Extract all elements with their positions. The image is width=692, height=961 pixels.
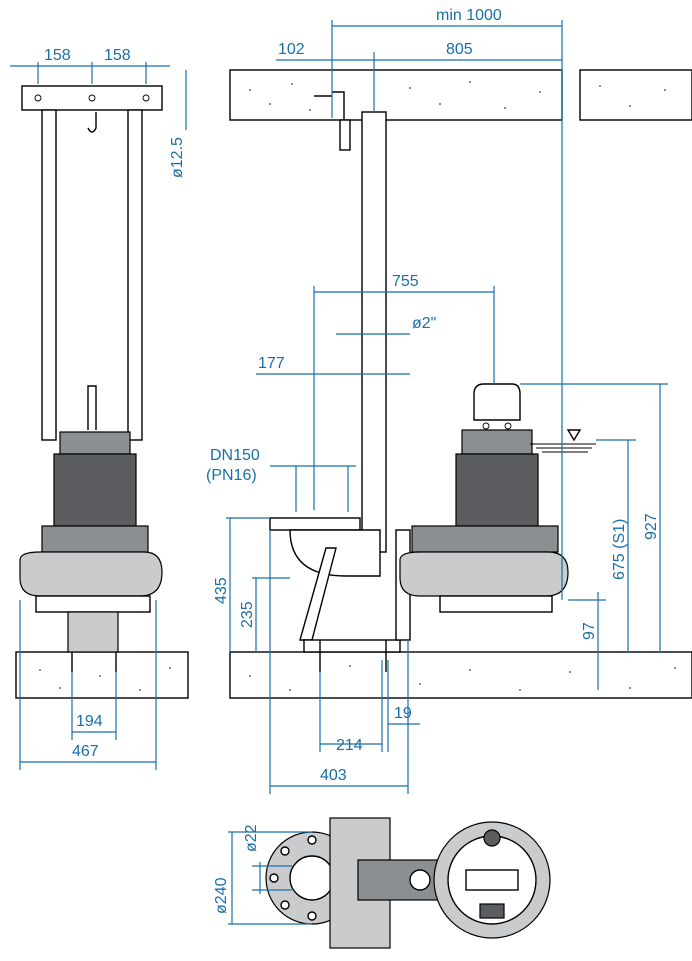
label-plan-hole-diameter: ø22 — [243, 824, 260, 852]
label-side-base-width: 403 — [320, 767, 347, 784]
label-flange-rating: (PN16) — [206, 467, 257, 484]
label-wall-offset: 102 — [278, 41, 305, 58]
floor-slab-side — [229, 651, 692, 699]
label-min-level: 97 — [581, 622, 598, 640]
motor-body — [53, 453, 137, 527]
label-front-total-width: 467 — [72, 743, 99, 760]
label-total-height: 927 — [643, 513, 660, 540]
pump-handle — [473, 383, 521, 421]
ceiling-slab-right — [579, 69, 692, 121]
volute-casing — [19, 551, 163, 597]
ceiling-slab-left — [229, 69, 563, 121]
motor-top — [59, 431, 131, 455]
label-water-level-s1: 675 (S1) — [611, 519, 628, 580]
label-pipe-size: ø2" — [412, 315, 436, 332]
top-bracket — [21, 85, 163, 111]
plan-view — [265, 817, 551, 949]
label-front-bolt-spacing: 194 — [76, 713, 103, 730]
floor-slab-front — [15, 651, 189, 699]
base-plate — [303, 639, 401, 653]
side-motor-body — [455, 453, 539, 527]
label-base-height: 435 — [213, 577, 230, 604]
label-front-width-right: 158 — [104, 47, 131, 64]
stand — [67, 611, 119, 653]
side-view-pump — [269, 91, 596, 672]
label-flange-name: DN150 — [210, 447, 260, 464]
label-min-clearance: min 1000 — [436, 7, 502, 24]
label-rail-offset: 177 — [258, 355, 285, 372]
dimension-lines — [10, 20, 668, 925]
label-side-bolt-offset: 19 — [394, 705, 412, 722]
guide-rail-left — [41, 109, 57, 441]
label-rail-distance: 805 — [446, 41, 473, 58]
label-plan-flange-diameter: ø240 — [213, 877, 230, 914]
dimension-labels: 158 158 ø12.5 min 1000 102 805 755 ø2" 1… — [44, 7, 660, 914]
concrete-speckles — [39, 81, 676, 691]
label-front-width-left: 158 — [44, 47, 71, 64]
guide-rail-right — [127, 109, 143, 441]
guide-pipe — [361, 111, 387, 553]
lifting-chain-bracket — [87, 385, 97, 430]
label-bolt-diameter: ø12.5 — [169, 137, 186, 178]
discharge-flange — [269, 517, 361, 531]
side-volute — [399, 551, 569, 597]
water-level-marker — [566, 429, 582, 442]
label-outlet-height: 235 — [239, 601, 256, 628]
label-side-bolt-spacing: 214 — [336, 737, 363, 754]
label-discharge-span: 755 — [392, 273, 419, 290]
front-view-pump — [19, 85, 163, 672]
